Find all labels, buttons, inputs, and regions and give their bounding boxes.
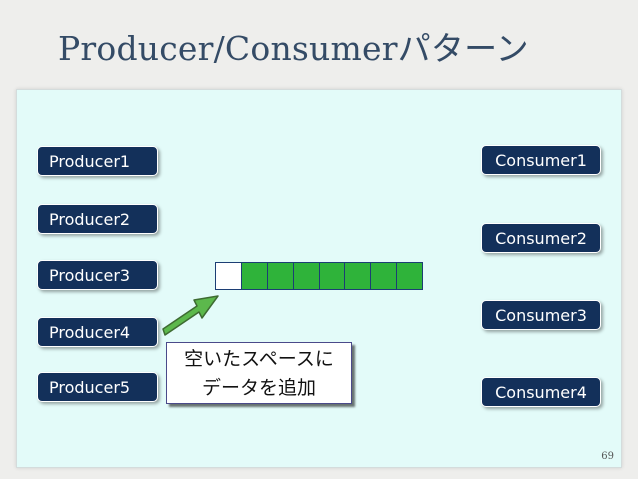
consumer-box: Consumer2 (481, 223, 601, 253)
queue-slot-filled (240, 263, 267, 289)
queue-slot-filled (318, 263, 345, 289)
queue-slot-filled (292, 263, 319, 289)
consumer-box: Consumer3 (481, 300, 601, 330)
queue-slot-empty (216, 263, 241, 289)
queue-slot-filled (370, 263, 397, 289)
callout-line2: データを追加 (201, 377, 316, 399)
producer-box: Producer2 (37, 204, 158, 234)
arrow-icon (162, 295, 219, 336)
page-number: 69 (601, 451, 614, 462)
queue-buffer (215, 262, 423, 290)
queue-slot-filled (344, 263, 371, 289)
queue-slot-filled (396, 263, 422, 289)
producer-box: Producer5 (37, 372, 158, 402)
producer-box: Producer4 (37, 317, 158, 347)
slide-title: Producer/Consumerパターン (58, 29, 529, 68)
callout-line1: 空いたスペースに (184, 348, 334, 370)
callout-box: 空いたスペースに データを追加 (166, 342, 352, 404)
producer-box: Producer3 (37, 260, 158, 290)
producer-box: Producer1 (37, 146, 158, 176)
queue-slot-filled (266, 263, 293, 289)
consumer-box: Consumer4 (481, 377, 601, 407)
consumer-box: Consumer1 (481, 145, 601, 175)
